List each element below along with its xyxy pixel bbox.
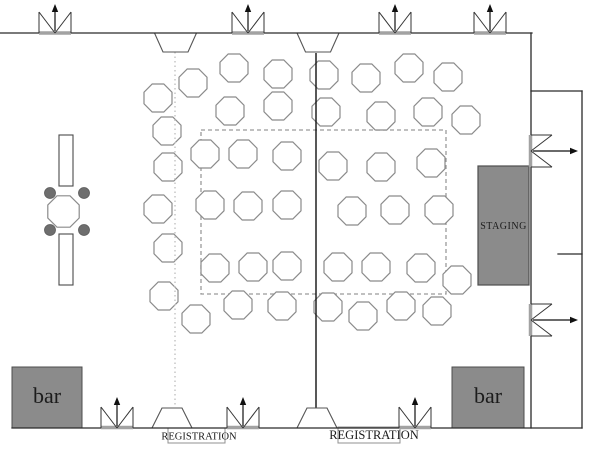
exit-arrow-icon	[391, 4, 399, 12]
banquet-table	[451, 105, 481, 135]
double-door-symbol-right	[528, 134, 578, 168]
banquet-table	[442, 265, 472, 295]
double-door-symbol-bottom	[100, 397, 134, 430]
banquet-table	[413, 97, 443, 127]
banquet-table	[433, 62, 463, 92]
banquet-table	[178, 68, 208, 98]
dividers-layer	[174, 52, 317, 408]
exit-arrow-icon	[486, 4, 494, 12]
projection-screen	[153, 32, 198, 53]
banquet-table	[149, 281, 179, 311]
banquet-table	[386, 291, 416, 321]
double-door-symbol-top	[38, 4, 72, 35]
banquet-table	[228, 139, 258, 169]
double-door-symbol-top	[231, 4, 265, 35]
exit-arrow-icon	[570, 147, 578, 155]
banquet-table	[348, 301, 378, 331]
registration-right-label: REGISTRATION	[329, 428, 419, 442]
banquet-table	[267, 291, 297, 321]
banquet-table	[263, 91, 293, 121]
service-station-seat	[78, 224, 90, 236]
banquet-table	[416, 148, 446, 178]
banquet-table	[181, 304, 211, 334]
banquet-table	[143, 194, 173, 224]
bar-right-label: bar	[474, 383, 503, 408]
registration-desk	[151, 407, 193, 429]
banquet-table	[238, 252, 268, 282]
entry-arrow-icon	[239, 397, 247, 405]
doors-layer	[38, 4, 578, 430]
double-door-symbol-bottom	[398, 397, 432, 430]
banquet-table	[200, 253, 230, 283]
staging-label: STAGING	[480, 221, 527, 232]
banquet-table	[272, 251, 302, 281]
banquet-table	[143, 83, 173, 113]
labels-layer: STAGING bar bar REGISTRATION REGISTRATIO…	[33, 221, 527, 443]
service-station-seat	[44, 187, 56, 199]
banquet-table	[263, 59, 293, 89]
banquet-table	[323, 252, 353, 282]
banquet-table	[190, 139, 220, 169]
double-door-symbol-right	[528, 303, 578, 337]
banquet-table	[337, 196, 367, 226]
registration-desk	[296, 407, 338, 429]
banquet-table	[380, 195, 410, 225]
banquet-table	[215, 96, 245, 126]
banquet-table	[152, 116, 182, 146]
banquet-table	[366, 152, 396, 182]
banquet-table	[366, 101, 396, 131]
exit-arrow-icon	[570, 316, 578, 324]
registration-left-label: REGISTRATION	[161, 431, 237, 442]
banquet-table	[318, 151, 348, 181]
banquet-table	[272, 141, 302, 171]
furniture-layer	[11, 32, 530, 444]
exit-arrow-icon	[51, 4, 59, 12]
service-station-counter	[58, 233, 74, 286]
banquet-table	[361, 252, 391, 282]
service-station-table	[47, 195, 80, 228]
banquet-table	[394, 53, 424, 83]
double-door-symbol-top	[378, 4, 412, 35]
bar-area-left	[11, 366, 83, 429]
banquet-table	[351, 63, 381, 93]
bar-left-label: bar	[33, 383, 62, 408]
entry-arrow-icon	[113, 397, 121, 405]
banquet-table	[309, 60, 339, 90]
projection-screen	[296, 32, 340, 53]
banquet-table	[233, 191, 263, 221]
banquet-table	[311, 97, 341, 127]
service-station-seat	[78, 187, 90, 199]
service-station-seat	[44, 224, 56, 236]
banquet-table	[223, 290, 253, 320]
registration-label-frame	[337, 426, 401, 444]
exit-arrow-icon	[244, 4, 252, 12]
service-station-counter	[58, 134, 74, 187]
banquet-table	[272, 190, 302, 220]
staging-area	[477, 165, 530, 286]
entry-arrow-icon	[411, 397, 419, 405]
double-door-symbol-top	[473, 4, 507, 35]
double-door-symbol-bottom	[226, 397, 260, 430]
banquet-table	[153, 152, 183, 182]
banquet-table	[422, 296, 452, 326]
banquet-table	[153, 233, 183, 263]
banquet-table	[406, 253, 436, 283]
tables-layer	[143, 53, 481, 334]
banquet-table	[195, 190, 225, 220]
banquet-table	[424, 195, 454, 225]
banquet-table	[313, 292, 343, 322]
banquet-table	[219, 53, 249, 83]
